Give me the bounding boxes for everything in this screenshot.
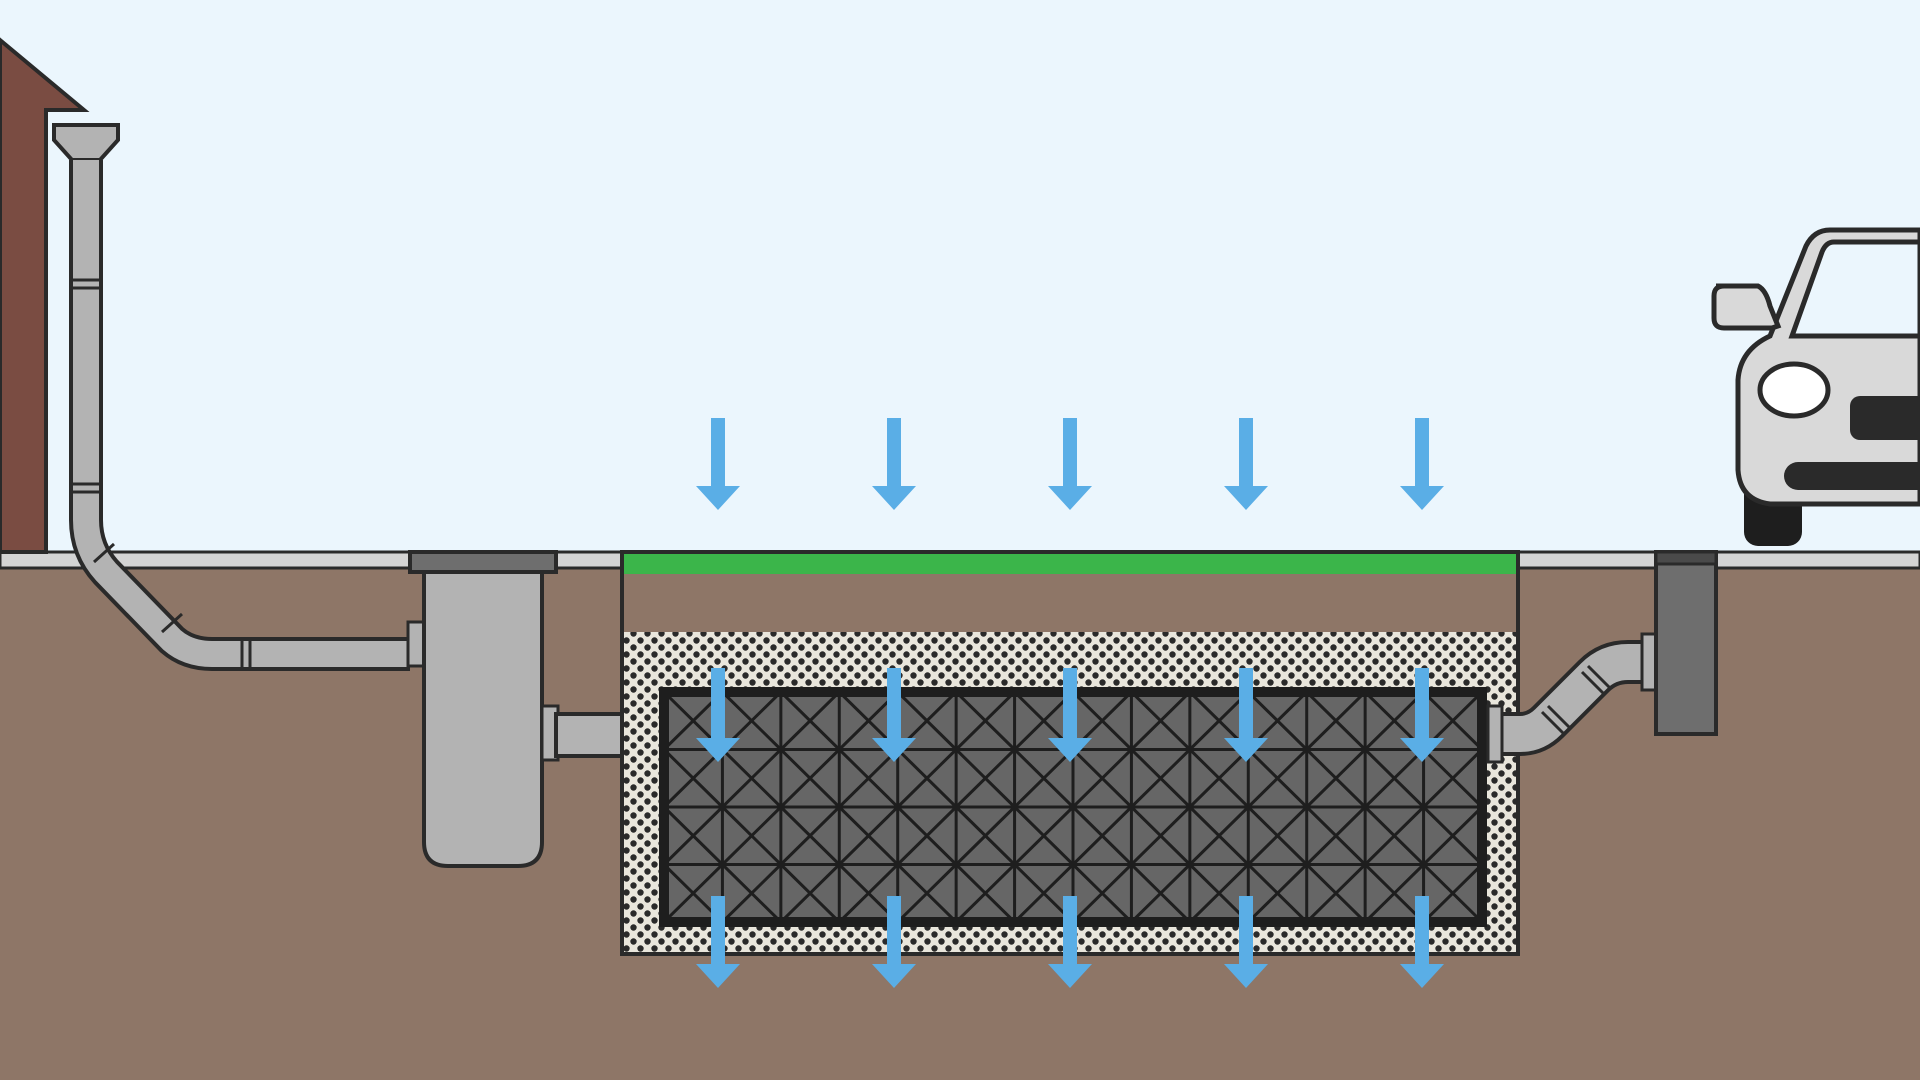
crate-strut xyxy=(1130,863,1191,922)
crate-strut xyxy=(1247,748,1308,809)
crate-strut xyxy=(1422,863,1482,922)
crate-strut xyxy=(955,748,1016,809)
down-arrow-icon xyxy=(1224,668,1268,762)
crate-strut xyxy=(1364,692,1425,751)
overflow-chamber-icon xyxy=(1654,550,1718,736)
crate-strut xyxy=(955,805,1016,866)
crate-strut xyxy=(1364,805,1425,866)
backfill-soil xyxy=(622,574,1518,632)
crate-strut xyxy=(1013,748,1075,809)
downpipe-icon xyxy=(52,123,426,671)
crate-strut xyxy=(779,805,841,866)
crate-strut xyxy=(664,863,724,922)
silt-trap-icon xyxy=(408,550,560,868)
crate-strut xyxy=(664,748,724,809)
crate-strut xyxy=(1130,805,1191,866)
down-arrow-icon xyxy=(872,896,916,988)
crate-strut xyxy=(955,863,1016,922)
down-arrow-icon xyxy=(1048,668,1092,762)
down-arrow-icon xyxy=(696,896,740,988)
down-arrow-icon xyxy=(872,668,916,762)
crate-strut xyxy=(1305,863,1367,922)
crate-strut xyxy=(779,692,841,751)
crate-strut xyxy=(1071,805,1133,866)
crate-strut xyxy=(1247,805,1308,866)
crate-strut xyxy=(779,748,841,809)
crate-strut xyxy=(1013,863,1075,922)
crate-strut xyxy=(1071,748,1133,809)
crate-strut xyxy=(664,805,724,866)
crate-strut xyxy=(838,748,899,809)
crate-strut xyxy=(1305,692,1367,751)
car-icon xyxy=(1711,227,1920,546)
crate-strut xyxy=(721,805,782,866)
crate-strut xyxy=(721,863,782,922)
down-arrow-icon xyxy=(872,418,916,510)
crate-strut xyxy=(1130,748,1191,809)
down-arrow-icon xyxy=(1400,896,1444,988)
crate-strut xyxy=(896,805,958,866)
crate-strut xyxy=(721,748,782,809)
crate-strut xyxy=(1188,692,1250,751)
crate-strut xyxy=(955,692,1016,751)
down-arrow-icon xyxy=(1400,668,1444,762)
down-arrow-icon xyxy=(1048,418,1092,510)
crate-strut xyxy=(1188,805,1250,866)
crate-strut xyxy=(896,863,958,922)
crate-strut xyxy=(1188,863,1250,922)
down-arrow-icon xyxy=(1224,418,1268,510)
crate-strut xyxy=(1071,863,1133,922)
crate-strut xyxy=(1422,805,1482,866)
crate-strut xyxy=(1188,748,1250,809)
crate-strut xyxy=(1130,692,1191,751)
down-arrow-icon xyxy=(1048,896,1092,988)
crate-strut xyxy=(838,805,899,866)
down-arrow-icon xyxy=(696,668,740,762)
crate-strut xyxy=(838,863,899,922)
crate-strut xyxy=(1305,805,1367,866)
crate-strut xyxy=(1364,748,1425,809)
down-arrow-icon xyxy=(1400,418,1444,510)
crate-strut xyxy=(1364,863,1425,922)
sky xyxy=(0,0,1920,560)
crate-strut xyxy=(779,863,841,922)
house-wall-icon xyxy=(0,37,90,554)
crate-strut xyxy=(1305,748,1367,809)
overflow-pipe xyxy=(1486,632,1658,764)
crate-strut xyxy=(1013,805,1075,866)
crate-strut xyxy=(1247,863,1308,922)
down-arrow-icon xyxy=(1224,896,1268,988)
down-arrow-icon xyxy=(696,418,740,510)
crate-strut xyxy=(896,748,958,809)
infiltration-arrows xyxy=(696,418,1444,988)
grass-topsoil xyxy=(622,552,1518,574)
crate-strut xyxy=(1422,748,1482,809)
car-headlight xyxy=(1757,361,1831,419)
